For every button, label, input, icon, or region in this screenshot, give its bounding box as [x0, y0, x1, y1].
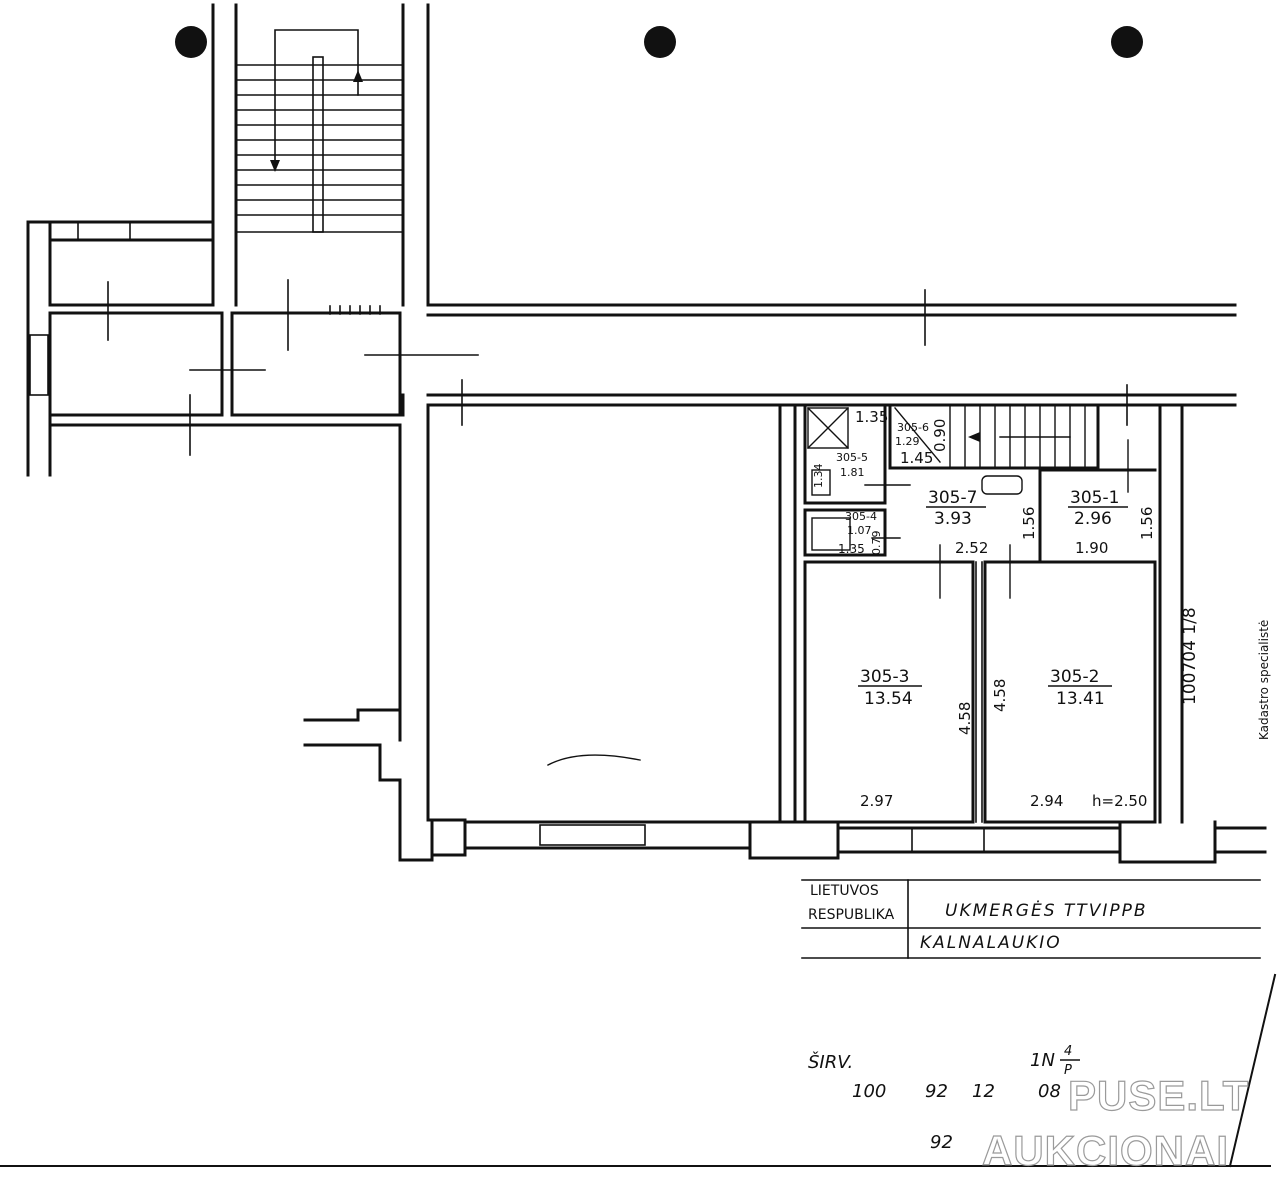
dimension: 1.56	[1020, 507, 1038, 540]
watermark-line1: PUSE.LT	[1068, 1072, 1249, 1119]
footer-code: 08	[1038, 1081, 1061, 1102]
room-area: 1.81	[840, 466, 865, 479]
footer-sirv: ŠIRV.	[808, 1051, 853, 1073]
dimension: 1.34	[812, 464, 825, 489]
footer-code: 12	[972, 1081, 995, 1102]
room-area: 13.41	[1056, 689, 1105, 709]
room-label: 305-3	[860, 667, 909, 687]
dimension: 1.56	[1138, 507, 1156, 540]
apartment-305	[793, 403, 1267, 864]
dimension: 1.35	[838, 542, 865, 556]
dimension: h=2.50	[1092, 792, 1147, 810]
dimension: 2.52	[955, 539, 988, 557]
corridor	[107, 279, 1237, 456]
footer-code: 92	[930, 1132, 953, 1153]
dimension: 1.90	[1075, 539, 1108, 557]
dimension: 0.90	[931, 419, 949, 452]
room-area: 1.07	[847, 524, 872, 537]
sheet-fraction-bottom: P	[1064, 1063, 1072, 1078]
room-area: 3.93	[934, 509, 972, 529]
room-area: 1.29	[895, 435, 920, 448]
stamp-town: KALNALAUKIO	[920, 933, 1062, 953]
room-label: 305-6	[897, 421, 929, 434]
stairwell	[48, 3, 430, 307]
room-area: 13.54	[864, 689, 913, 709]
room-label: 305-5	[836, 451, 868, 464]
shop-room	[426, 403, 840, 860]
specialist-note: Kadastro specialistė	[1257, 620, 1271, 740]
column-dot	[644, 26, 676, 58]
column-dot	[1111, 26, 1143, 58]
sheet-right-line	[1228, 973, 1277, 1168]
watermark-line2: AUKCIONAI	[982, 1127, 1229, 1174]
sheet-fraction-top: 4	[1064, 1044, 1072, 1059]
dimension: 2.94	[1030, 792, 1063, 810]
side-note: 100704 1/8	[1180, 607, 1200, 705]
title-stamp-frame	[801, 879, 1261, 959]
left-annex	[26, 220, 224, 477]
footer-code: 92	[925, 1081, 948, 1102]
stamp-organization: UKMERGĖS TTVIPPB	[945, 900, 1148, 921]
sheet-number: 1N	[1030, 1050, 1055, 1071]
left-lower-wall	[48, 423, 434, 862]
room-label: 305-4	[845, 510, 877, 523]
room-label: 305-1	[1070, 488, 1119, 508]
stamp-country: LIETUVOS	[810, 883, 879, 899]
stamp-republic: RESPUBLIKA	[808, 907, 895, 923]
dimension: 2.97	[860, 792, 893, 810]
dimension: 0.79	[870, 531, 883, 556]
dimension: 4.58	[991, 679, 1009, 712]
room-label: 305-2	[1050, 667, 1099, 687]
dimension: 1.45	[900, 449, 933, 467]
dimension: 4.58	[956, 702, 974, 735]
dimension: 1.35	[855, 408, 888, 426]
room-label: 305-7	[928, 488, 977, 508]
column-dot	[175, 26, 207, 58]
footer-code: 100	[852, 1081, 886, 1102]
room-area: 2.96	[1074, 509, 1112, 529]
